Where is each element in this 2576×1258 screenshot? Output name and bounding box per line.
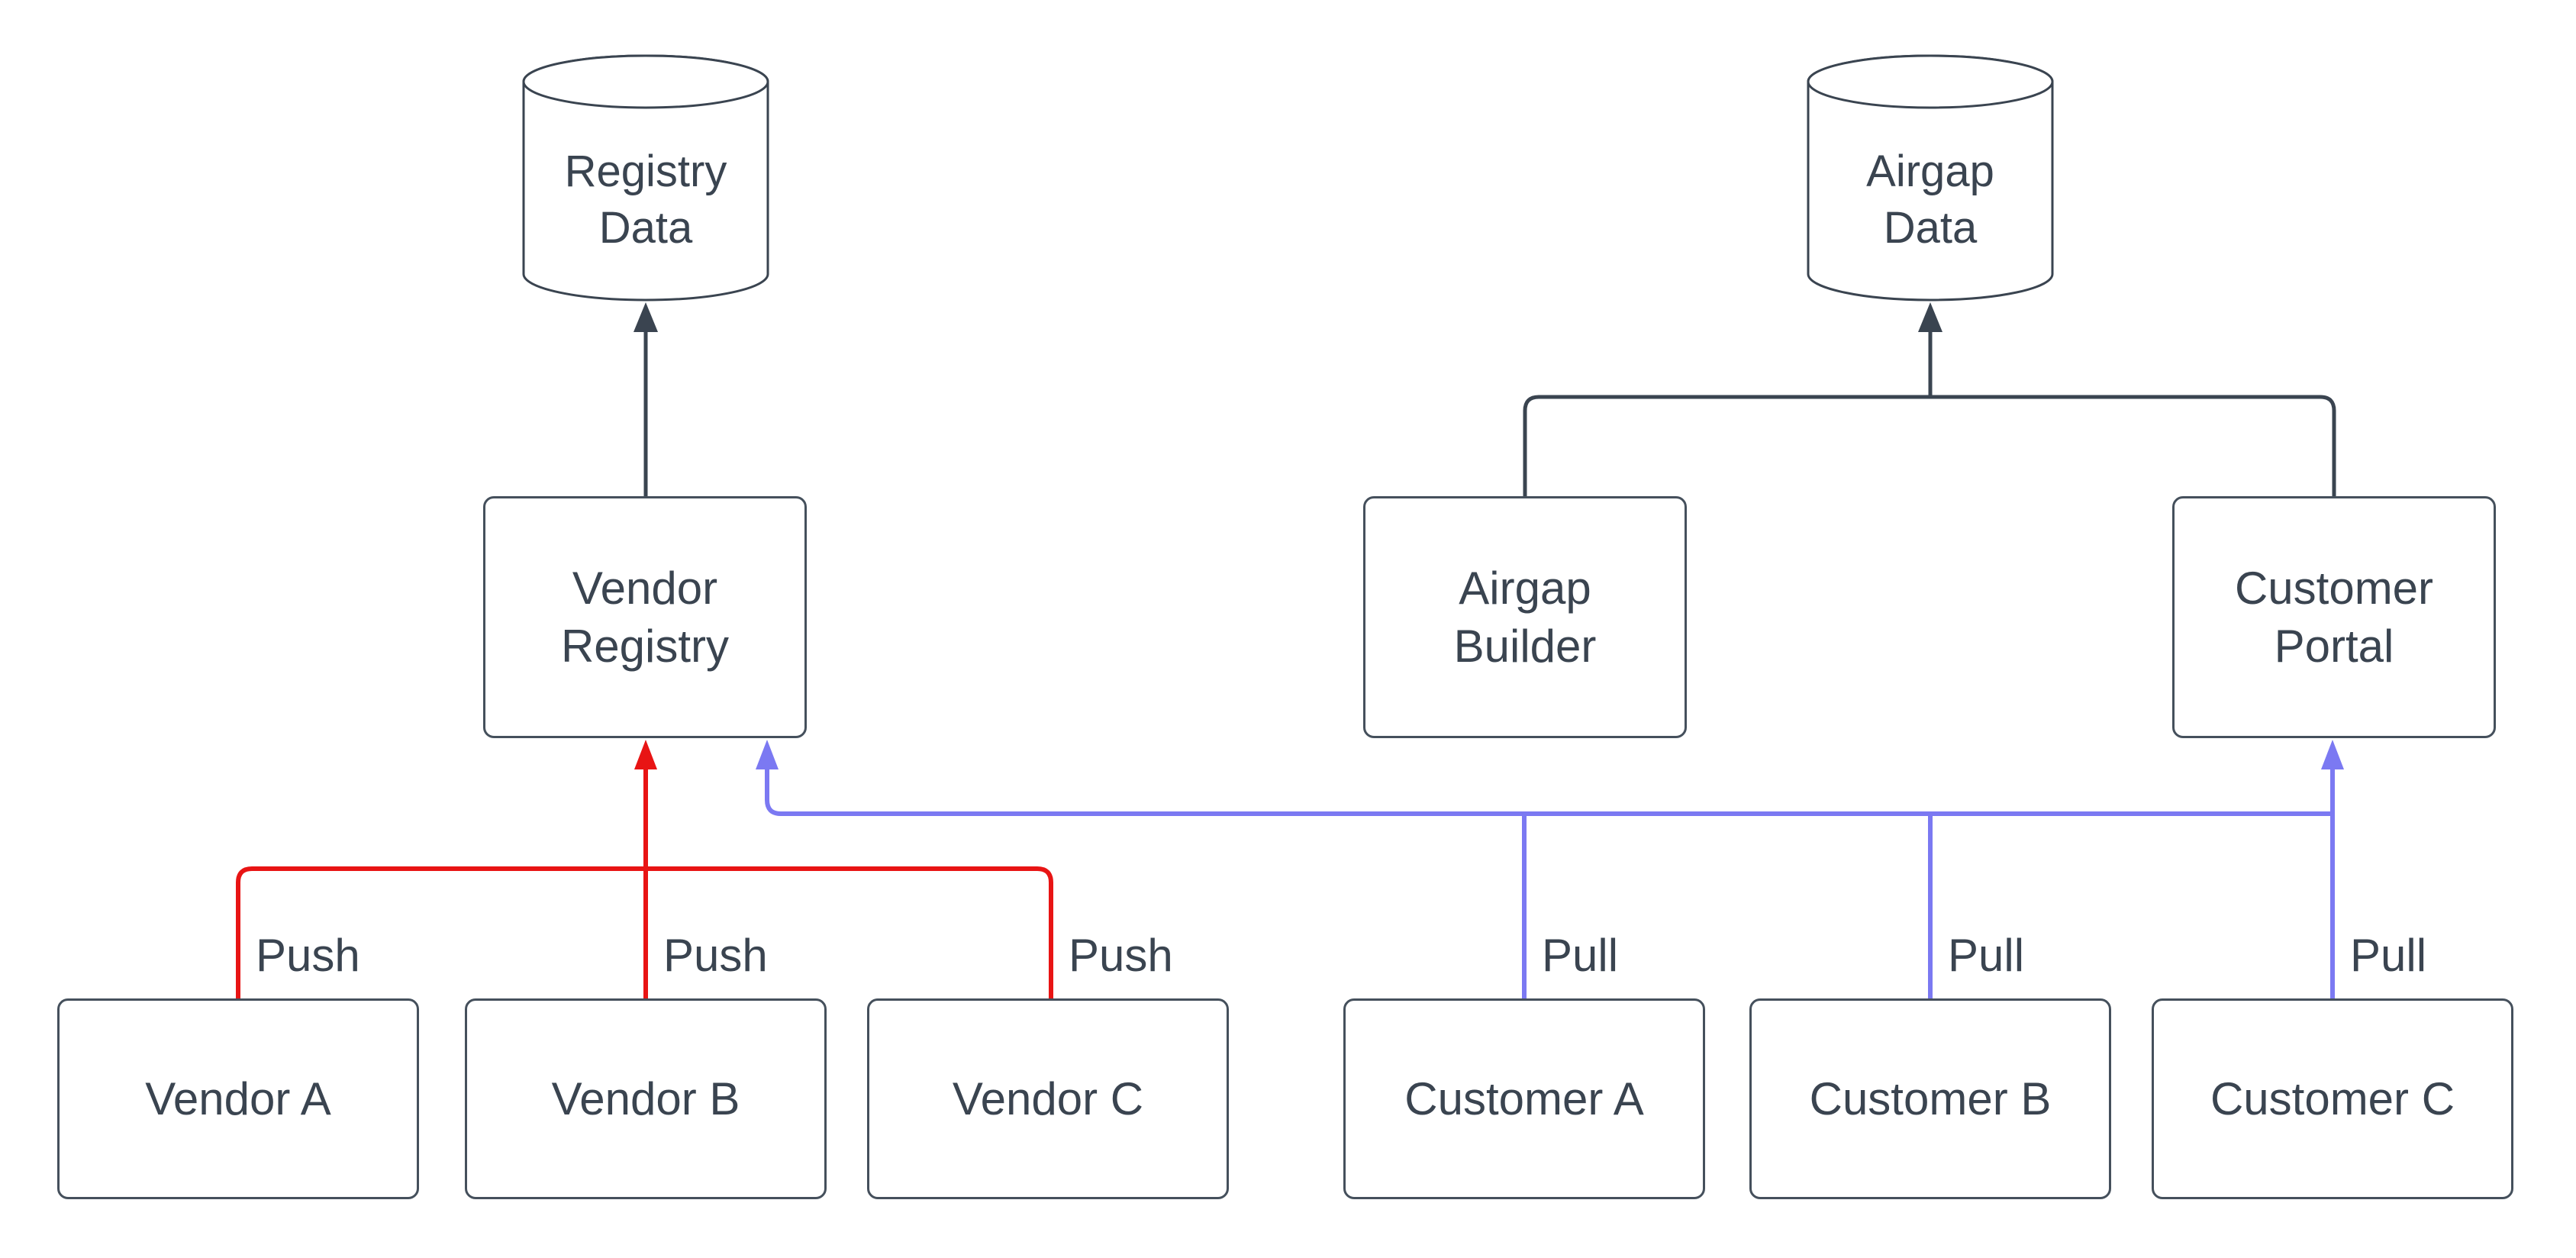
customer-b-node: Customer B xyxy=(1749,998,2111,1199)
vendor-b-label: Vendor B xyxy=(551,1073,740,1124)
vendor-registry-node: Vendor Registry xyxy=(483,496,807,738)
airgap-builder-label-line2: Builder xyxy=(1453,620,1597,672)
airgap-builder-label-line1: Airgap xyxy=(1459,562,1591,614)
push-label-1: Push xyxy=(256,930,360,981)
arrowhead-up-registry-data xyxy=(634,302,658,332)
vendor-b-node: Vendor B xyxy=(465,998,827,1199)
customer-a-label: Customer A xyxy=(1404,1073,1644,1124)
pull-connector xyxy=(756,740,2344,998)
builder-portal-to-airgap-data-connector xyxy=(1523,302,2336,496)
vendor-a-node: Vendor A xyxy=(57,998,419,1199)
pull-label-2: Pull xyxy=(1948,930,2025,981)
customer-b-label: Customer B xyxy=(1809,1073,2052,1124)
customer-portal-node: Customer Portal xyxy=(2172,496,2496,738)
arrowhead-up-airgap-data xyxy=(1918,302,1942,332)
push-label-2: Push xyxy=(663,930,768,981)
customer-portal-label-line1: Customer xyxy=(2234,562,2434,614)
customer-a-node: Customer A xyxy=(1343,998,1705,1199)
customer-portal-label-line2: Portal xyxy=(2274,620,2394,672)
vendor-registry-label-line1: Vendor xyxy=(572,562,718,614)
pull-label-3: Pull xyxy=(2350,930,2427,981)
registry-data-cylinder xyxy=(522,54,769,302)
vendor-a-label: Vendor A xyxy=(145,1073,331,1124)
push-label-3: Push xyxy=(1069,930,1173,981)
arrowhead-up-customer-portal-pull xyxy=(2321,740,2344,769)
registry-data-label-line2: Data xyxy=(598,203,693,253)
vendor-c-label: Vendor C xyxy=(952,1073,1144,1124)
vendor-c-node: Vendor C xyxy=(867,998,1229,1199)
pull-label-1: Pull xyxy=(1542,930,1619,981)
registry-data-label-line1: Registry xyxy=(564,147,727,196)
airgap-builder-node: Airgap Builder xyxy=(1363,496,1687,738)
vendor-registry-label-line2: Registry xyxy=(560,620,730,672)
airgap-data-cylinder xyxy=(1807,54,2054,302)
customer-c-node: Customer C xyxy=(2152,998,2513,1199)
airgap-data-label-line2: Data xyxy=(1883,203,1978,253)
push-connector xyxy=(236,740,1053,998)
arrowhead-up-vendor-registry-pull xyxy=(756,740,779,769)
registry-data-label: Registry Data xyxy=(524,144,768,256)
airgap-data-label: Airgap Data xyxy=(1808,144,2052,256)
arrowhead-up-vendor-registry-push xyxy=(634,740,657,769)
vendor-registry-to-registry-data-connector xyxy=(634,302,658,496)
customer-c-label: Customer C xyxy=(2210,1073,2455,1124)
airgap-data-label-line1: Airgap xyxy=(1866,147,1994,196)
